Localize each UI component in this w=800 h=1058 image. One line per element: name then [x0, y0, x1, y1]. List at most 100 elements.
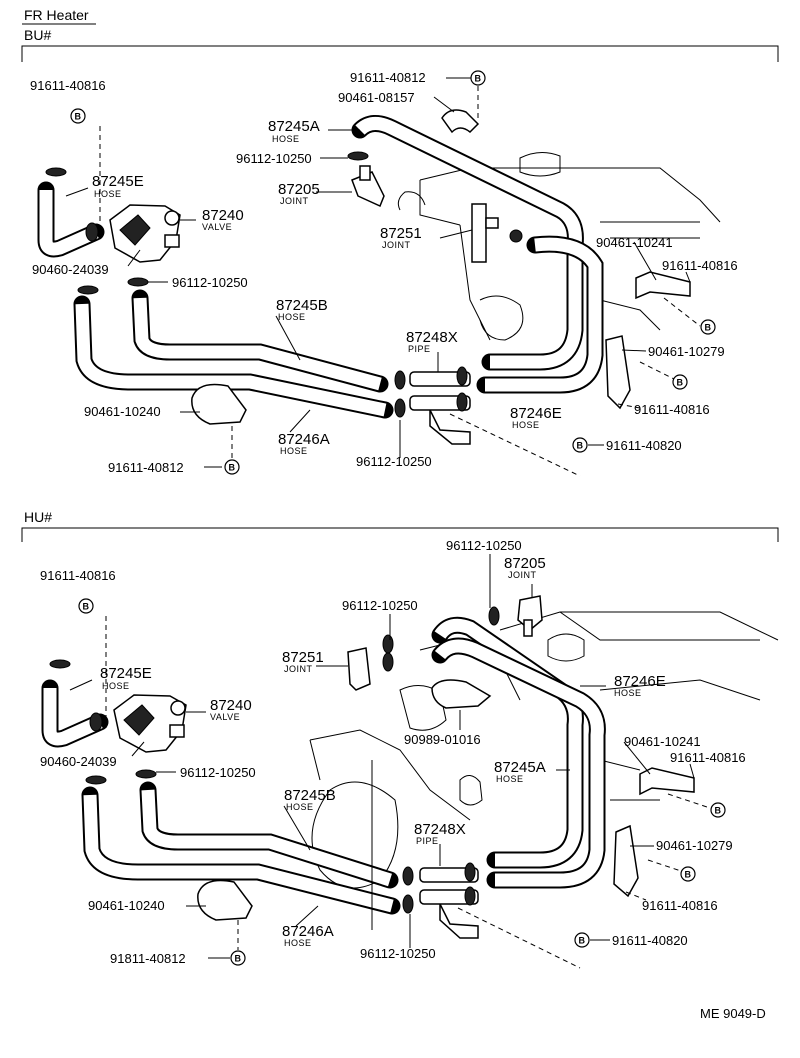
hu-leader-lines — [69, 554, 711, 969]
hu-label-87251: 87251 — [282, 649, 324, 666]
section-label-bu: BU# — [24, 27, 51, 43]
bu-label-87246a-sub: HOSE — [280, 446, 308, 456]
hu-label-90461-10241: 90461-10241 — [624, 734, 701, 749]
bu-label-90461-08157: 90461-08157 — [338, 90, 415, 105]
bu-label-87246a: 87246A — [278, 431, 330, 448]
bu-label-87245a-sub: HOSE — [272, 134, 300, 144]
bu-b-marker-5: B — [572, 437, 588, 453]
hu-label-87240: 87240 — [210, 697, 252, 714]
bu-label-91611-40812-top: 91611-40812 — [350, 70, 426, 85]
hu-label-91611-40816-b: 91611-40816 — [670, 750, 746, 765]
bu-label-87205-sub: JOINT — [280, 196, 309, 206]
hu-label-87245b-sub: HOSE — [286, 802, 314, 812]
svg-text:B: B — [75, 112, 82, 122]
hu-clamp-90461-10279 — [613, 824, 639, 898]
hu-label-90461-10240: 90461-10240 — [88, 898, 165, 913]
bu-label-87251: 87251 — [380, 225, 422, 242]
bu-label-90461-10279: 90461-10279 — [648, 344, 725, 359]
bu-label-91611-40816-c: 91611-40816 — [634, 402, 710, 417]
hu-label-96112-10250-bot: 96112-10250 — [360, 946, 436, 961]
diagram-title: FR Heater — [24, 7, 89, 23]
hu-joint-87251 — [347, 647, 371, 691]
bu-joint-87251 — [471, 203, 499, 263]
svg-text:B: B — [229, 463, 236, 473]
bu-joint-87205 — [351, 165, 385, 208]
hu-label-87245a-sub: HOSE — [496, 774, 524, 784]
bu-part-labels: 91611-40816 91611-40812 90461-08157 8724… — [30, 70, 738, 475]
bu-clamp-90461-10240 — [191, 383, 247, 425]
bu-label-90460-24039: 90460-24039 — [32, 262, 109, 277]
bu-leader-lines — [65, 77, 701, 477]
hu-label-87248x: 87248X — [414, 821, 466, 838]
hu-label-91811-40812: 91811-40812 — [110, 951, 186, 966]
hu-label-87251-sub: JOINT — [284, 664, 313, 674]
svg-text:B: B — [705, 323, 712, 333]
bu-clip-90461-08157 — [441, 109, 480, 134]
hu-valve-87240 — [113, 694, 187, 753]
hu-label-87245b: 87245B — [284, 787, 336, 804]
hu-hose-87245b — [139, 781, 399, 889]
bu-label-87245a: 87245A — [268, 118, 320, 135]
bu-label-87245b: 87245B — [276, 297, 328, 314]
bu-label-87248x-sub: PIPE — [408, 344, 431, 354]
hu-b-marker-5: B — [230, 950, 246, 966]
bu-label-91611-40816-b: 91611-40816 — [662, 258, 738, 273]
hu-label-87205: 87205 — [504, 555, 546, 572]
bu-valve-87240 — [109, 204, 181, 263]
hu-part-labels: 96112-10250 87205 JOINT 91611-40816 9611… — [40, 538, 746, 966]
hu-label-96112-10250-mid: 96112-10250 — [342, 598, 418, 613]
bu-label-91611-40820: 91611-40820 — [606, 438, 682, 453]
bu-hose-87246e — [476, 235, 604, 394]
hu-label-91611-40816-a: 91611-40816 — [40, 568, 116, 583]
hu-clamp-90989-01016 — [431, 679, 492, 709]
bu-label-90461-10240: 90461-10240 — [84, 404, 161, 419]
svg-text:B: B — [677, 378, 684, 388]
bu-label-90461-10241: 90461-10241 — [596, 235, 673, 250]
hu-hose-87246a — [81, 786, 401, 915]
section-bracket-hu — [21, 527, 779, 542]
hu-label-91611-40816-c: 91611-40816 — [642, 898, 718, 913]
hu-clamp-90461-10240 — [197, 879, 253, 921]
svg-text:B: B — [715, 806, 722, 816]
hu-hose-87246e — [431, 637, 606, 889]
bu-label-96112-10250-bot: 96112-10250 — [356, 454, 432, 469]
hu-b-marker-1: B — [78, 598, 94, 614]
hu-label-96112-10250-top: 96112-10250 — [446, 538, 522, 553]
svg-text:B: B — [577, 441, 584, 451]
bu-label-87246e: 87246E — [510, 405, 562, 422]
hu-b-marker-4: B — [574, 932, 590, 948]
bu-b-marker-4: B — [672, 374, 688, 390]
bu-label-87245e: 87245E — [92, 173, 144, 190]
hu-label-91611-40820: 91611-40820 — [612, 933, 688, 948]
bu-small-clamps — [45, 151, 523, 418]
hu-label-96112-10250-v: 96112-10250 — [180, 765, 256, 780]
bu-engine-outline — [397, 152, 721, 341]
bu-label-91611-40812-bot: 91611-40812 — [108, 460, 184, 475]
section-label-hu: HU# — [24, 509, 52, 525]
bu-label-87240: 87240 — [202, 207, 244, 224]
bu-label-87205: 87205 — [278, 181, 320, 198]
hu-b-marker-2: B — [710, 802, 726, 818]
bu-label-96112-10250-top: 96112-10250 — [236, 151, 312, 166]
section-bracket-bu — [21, 45, 779, 62]
bu-label-87248x: 87248X — [406, 329, 458, 346]
svg-text:B: B — [685, 870, 692, 880]
bu-clamp-90461-10279 — [605, 335, 631, 410]
svg-text:B: B — [475, 74, 482, 84]
hu-label-87246a-sub: HOSE — [284, 938, 312, 948]
svg-text:B: B — [83, 602, 90, 612]
hu-label-90460-24039: 90460-24039 — [40, 754, 117, 769]
bu-label-96112-10250-mid: 96112-10250 — [172, 275, 248, 290]
bu-b-marker-1: B — [70, 108, 86, 124]
hu-label-90989-01016: 90989-01016 — [404, 732, 481, 747]
hu-label-87245a: 87245A — [494, 759, 546, 776]
hu-label-87205-sub: JOINT — [508, 570, 537, 580]
hu-label-90461-10279: 90461-10279 — [656, 838, 733, 853]
bu-clamp-90461-10241 — [635, 271, 691, 300]
bu-label-91611-40816-a: 91611-40816 — [30, 78, 106, 93]
bu-label-87245e-sub: HOSE — [94, 189, 122, 199]
bu-label-87240-sub: VALVE — [202, 222, 232, 232]
bu-b-marker-3: B — [700, 319, 716, 335]
hu-b-marker-3: B — [680, 866, 696, 882]
